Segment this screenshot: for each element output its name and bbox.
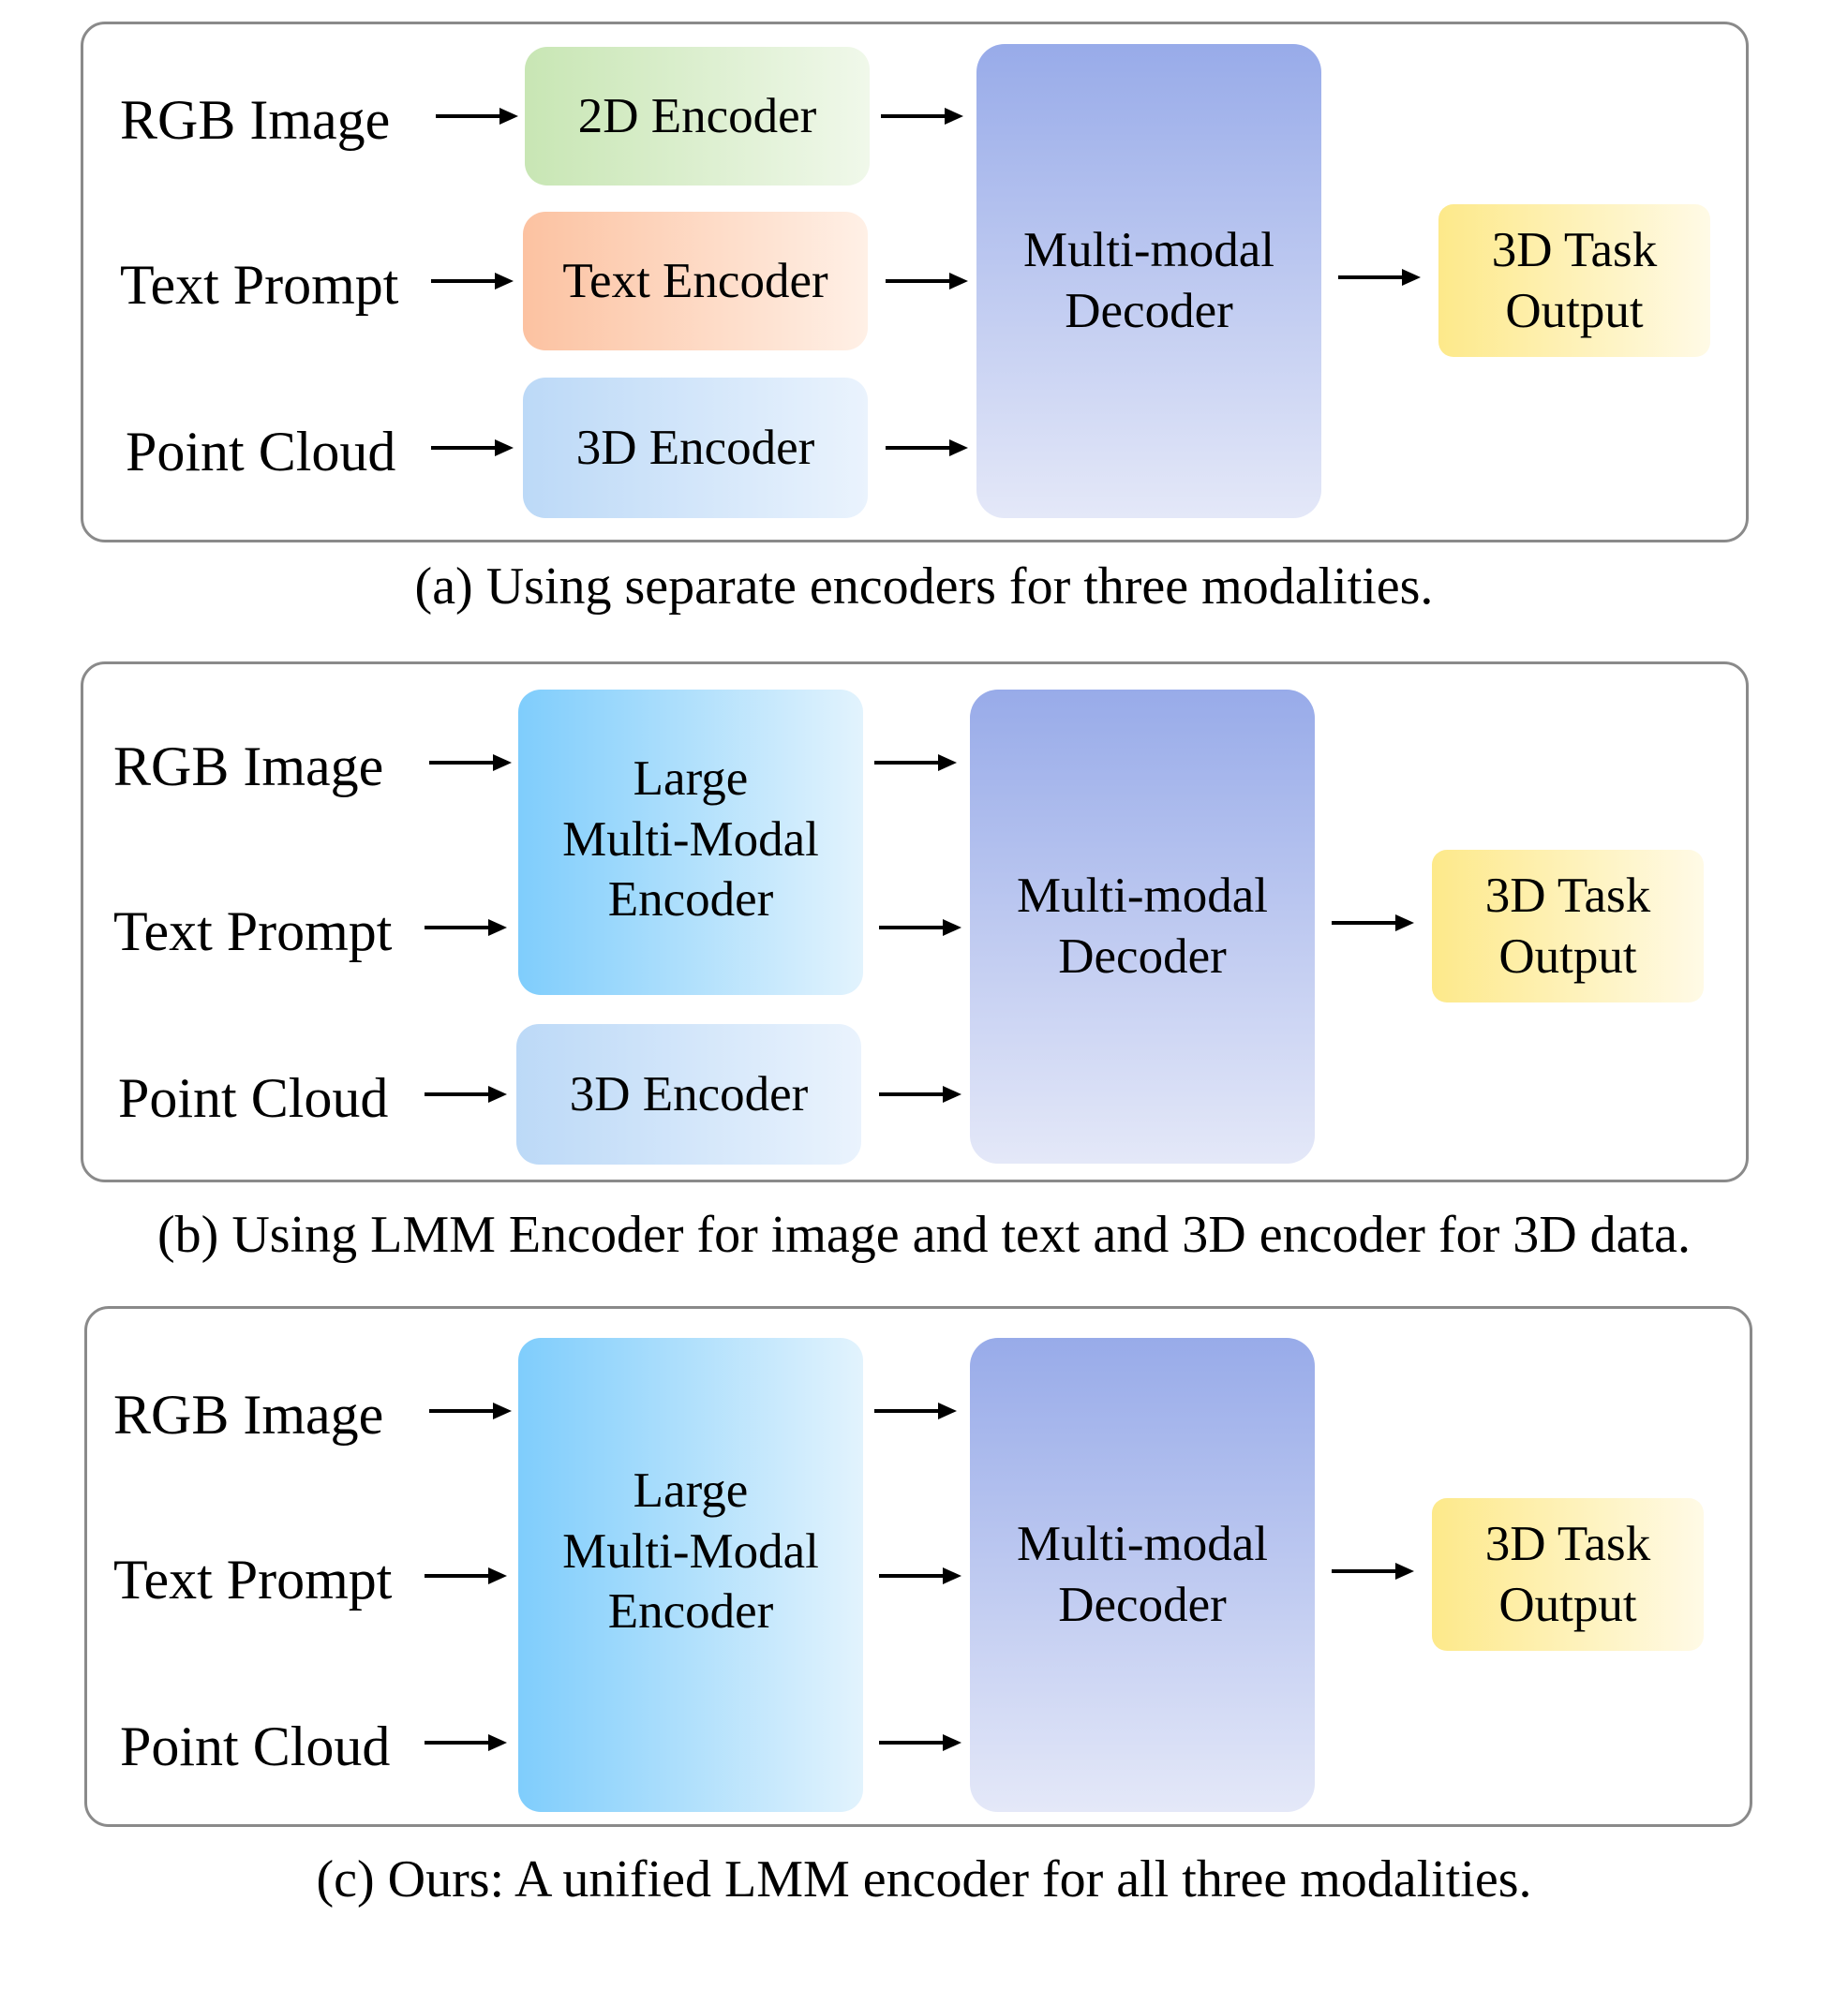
panel-b-arrow-decoder-to-output [1332, 914, 1414, 931]
panel-b-input-point-cloud: Point Cloud [118, 1067, 389, 1129]
panel-b-multimodal-decoder: Multi-modal Decoder [970, 690, 1315, 1164]
panel-c-3d-task-output: 3D Task Output [1432, 1498, 1704, 1651]
panel-a-output-line-1: 3D Task [1491, 222, 1658, 277]
panel-b-3d-task-output: 3D Task Output [1432, 850, 1704, 1002]
panel-c-lmm-line-1: Large [633, 1463, 749, 1519]
panel-a-decoder-text: Multi-modal Decoder [1023, 220, 1274, 341]
panel-b-arrow-point-to-3d-encoder [425, 1086, 507, 1103]
panel-c-decoder-line-1: Multi-modal [1017, 1517, 1268, 1572]
panel-b-arrow-rgb-to-lmm [429, 754, 512, 771]
panel-b-output-line-1: 3D Task [1484, 868, 1651, 923]
panel-b-caption: (b) Using LMM Encoder for image and text… [157, 1206, 1691, 1264]
panel-b-decoder-line-1: Multi-modal [1017, 869, 1268, 924]
panel-c-decoder-line-2: Decoder [1058, 1578, 1227, 1632]
panel-c-arrow-lmm-bottom-to-decoder [879, 1734, 961, 1751]
panel-c-lmm-line-3: Encoder [607, 1584, 774, 1640]
panel-b-3d-encoder-label: 3D Encoder [569, 1066, 809, 1121]
panel-c-lmm-text: Large Multi-Modal Encoder [562, 1461, 819, 1642]
panel-c-multimodal-decoder: Multi-modal Decoder [970, 1338, 1315, 1812]
panel-c-arrow-lmm-top-to-decoder [874, 1403, 957, 1419]
panel-a-arrow-point-to-encoder [431, 439, 514, 456]
panel-a-output-line-2: Output [1505, 283, 1644, 338]
panel-c-arrow-point-to-lmm [425, 1734, 507, 1751]
panel-a-3d-encoder: 3D Encoder [523, 378, 868, 518]
panel-a-arrow-rgb-to-encoder [436, 108, 518, 125]
panel-b-output-line-2: Output [1498, 928, 1637, 984]
panel-b-input-rgb-image: RGB Image [113, 735, 384, 797]
panel-a-2d-encoder: 2D Encoder [525, 47, 870, 186]
panel-a-input-rgb-image: RGB Image [120, 89, 391, 151]
panel-c-input-point-cloud: Point Cloud [120, 1715, 391, 1777]
panel-b-decoder-text: Multi-modal Decoder [1017, 866, 1268, 987]
panel-a-arrow-text-enc-to-decoder [886, 273, 968, 290]
panel-c-output-line-2: Output [1498, 1577, 1637, 1632]
panel-a-2d-encoder-label: 2D Encoder [577, 88, 817, 143]
panel-a-caption: (a) Using separate encoders for three mo… [414, 557, 1434, 616]
panel-b-arrow-text-to-lmm [425, 919, 507, 936]
panel-b-lmm-line-1: Large [633, 751, 749, 807]
panel-c-arrow-rgb-to-lmm [429, 1403, 512, 1419]
panel-b-large-multimodal-encoder: Large Multi-Modal Encoder [518, 690, 863, 995]
panel-b-3d-encoder: 3D Encoder [516, 1024, 861, 1165]
panel-c-lmm-line-2: Multi-Modal [562, 1523, 819, 1579]
panel-a-output-text: 3D Task Output [1492, 220, 1657, 341]
panel-b-lmm-line-2: Multi-Modal [562, 811, 819, 867]
panel-c-arrow-text-to-lmm [425, 1567, 507, 1584]
panel-b-input-text-prompt: Text Prompt [113, 900, 393, 962]
panel-b-arrow-lmm-top-to-decoder [874, 754, 957, 771]
panel-a-arrow-text-to-encoder [431, 273, 514, 290]
panel-a-decoder-line-1: Multi-modal [1023, 223, 1274, 278]
panel-c-large-multimodal-encoder: Large Multi-Modal Encoder [518, 1338, 863, 1812]
panel-a-input-text-prompt: Text Prompt [120, 254, 399, 316]
panel-a-arrow-decoder-to-output [1338, 269, 1421, 286]
panel-b-arrow-3d-to-decoder [879, 1086, 961, 1103]
panel-c-arrow-decoder-to-output [1332, 1563, 1414, 1580]
panel-c-output-line-1: 3D Task [1484, 1516, 1651, 1571]
panel-a-text-encoder: Text Encoder [523, 212, 868, 350]
panel-c-output-text: 3D Task Output [1485, 1514, 1650, 1635]
panel-a-arrow-2d-to-decoder [881, 108, 963, 125]
panel-a-text-encoder-label: Text Encoder [562, 253, 828, 308]
panel-b-arrow-lmm-mid-to-decoder [879, 919, 961, 936]
panel-c-caption: (c) Ours: A unified LMM encoder for all … [316, 1850, 1532, 1908]
panel-a-input-point-cloud: Point Cloud [126, 421, 396, 483]
panel-c-input-text-prompt: Text Prompt [113, 1549, 393, 1611]
panel-a-3d-task-output: 3D Task Output [1438, 204, 1710, 357]
panel-b-decoder-line-2: Decoder [1058, 929, 1227, 984]
panel-a-multimodal-decoder: Multi-modal Decoder [976, 44, 1321, 518]
panel-c-input-rgb-image: RGB Image [113, 1384, 384, 1446]
panel-b-lmm-line-3: Encoder [607, 872, 774, 928]
panel-c-decoder-text: Multi-modal Decoder [1017, 1514, 1268, 1635]
panel-a-arrow-3d-to-decoder [886, 439, 968, 456]
panel-b-lmm-text: Large Multi-Modal Encoder [562, 749, 819, 930]
panel-b-output-text: 3D Task Output [1485, 866, 1650, 987]
panel-a-decoder-line-2: Decoder [1065, 284, 1233, 338]
panel-a-3d-encoder-label: 3D Encoder [575, 420, 815, 475]
panel-c-arrow-lmm-mid-to-decoder [879, 1567, 961, 1584]
